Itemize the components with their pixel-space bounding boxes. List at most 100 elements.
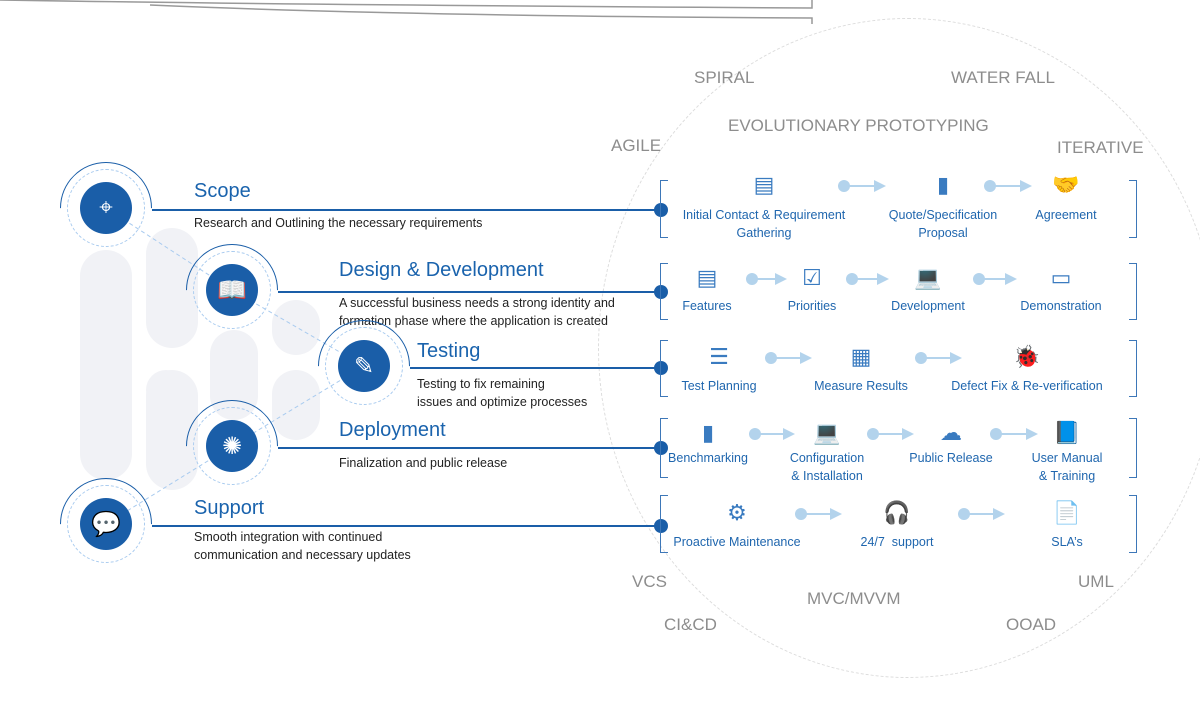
- step-label[interactable]: Priorities: [787, 299, 837, 313]
- methodology-circle: [598, 18, 1200, 678]
- step-arrow-icon: [867, 428, 914, 440]
- arrow-line: [968, 513, 995, 515]
- book-lightbulb-icon[interactable]: 📖: [206, 264, 258, 316]
- arrow-dot: [990, 428, 1002, 440]
- bracket-right: [1129, 340, 1137, 397]
- step-arrow-icon: [749, 428, 795, 440]
- laptop-install-icon: 💻: [813, 420, 841, 445]
- step-label[interactable]: Quote/Specification Proposal: [888, 208, 998, 240]
- arrow-line: [856, 278, 879, 280]
- arrow-dot: [765, 352, 777, 364]
- step-label[interactable]: Initial Contact & Requirement Gathering: [682, 208, 846, 240]
- step-label[interactable]: Public Release: [909, 451, 993, 465]
- arrow-line: [759, 433, 785, 435]
- bar-chart-icon: ▮: [936, 172, 950, 197]
- person-checklist-icon: ☑: [802, 265, 822, 290]
- target-icon[interactable]: ⌖: [80, 182, 132, 234]
- phase-connector-dot: [654, 441, 668, 455]
- bg-pill: [146, 370, 186, 410]
- step-label[interactable]: Features: [682, 299, 732, 313]
- step-label[interactable]: Development: [891, 299, 965, 313]
- arrow-line: [756, 278, 777, 280]
- arrow-line: [775, 357, 802, 359]
- methodology-keyword: ITERATIVE: [1057, 138, 1144, 157]
- phase-description: Research and Outlining the necessary req…: [194, 216, 483, 230]
- step-label[interactable]: SLA’s: [1051, 535, 1083, 549]
- bug-report-icon: 🐞: [1013, 344, 1041, 369]
- bracket-right: [1129, 495, 1137, 553]
- phase-title[interactable]: Support: [194, 497, 265, 519]
- phase-connector-line: [152, 209, 660, 211]
- step-arrow-icon: [990, 428, 1038, 440]
- phase-title[interactable]: Design & Development: [339, 259, 544, 281]
- step-label[interactable]: Proactive Maintenance: [673, 535, 801, 549]
- step-label[interactable]: Demonstration: [1020, 299, 1102, 313]
- methodology-keyword: SPIRAL: [694, 68, 755, 87]
- presenter-board-icon: ▭: [1050, 265, 1072, 290]
- step-label[interactable]: Configuration & Installation: [789, 451, 865, 483]
- step-arrow-icon: [765, 352, 812, 364]
- arrow-head: [830, 508, 842, 520]
- phase-icon-ring: [193, 407, 271, 485]
- manual-training-icon: 📘: [1053, 420, 1081, 445]
- phase-connector-line: [278, 291, 660, 293]
- bg-pill: [146, 228, 198, 348]
- step-label[interactable]: User Manual & Training: [1031, 451, 1103, 483]
- presentation-list-icon: ▤: [696, 265, 718, 290]
- step-label[interactable]: Measure Results: [814, 379, 908, 393]
- arrow-head: [1020, 180, 1032, 192]
- bracket-right: [1129, 263, 1137, 320]
- phase-description: Finalization and public release: [339, 456, 508, 470]
- step-arrow-icon: [795, 508, 842, 520]
- phase-title[interactable]: Scope: [194, 180, 251, 202]
- phase-description: Testing to fix remaining issues and opti…: [417, 377, 588, 409]
- step-arrow-icon: [984, 180, 1032, 192]
- arrow-line: [805, 513, 832, 515]
- arrow-dot: [973, 273, 985, 285]
- methodology-keyword: AGILE: [611, 136, 662, 155]
- phase-title[interactable]: Testing: [417, 340, 481, 362]
- arrow-head: [775, 273, 787, 285]
- arrow-head: [877, 273, 889, 285]
- bracket-left: [660, 418, 668, 478]
- methodology-keyword: OOAD: [1006, 615, 1057, 634]
- step-arrow-icon: [915, 352, 962, 364]
- step-label[interactable]: Benchmarking: [668, 451, 748, 465]
- chat-bubbles-icon[interactable]: 💬: [80, 498, 132, 550]
- arrow-dot: [984, 180, 996, 192]
- arrow-head: [902, 428, 914, 440]
- network-hub-icon[interactable]: ✺: [206, 420, 258, 472]
- step-label[interactable]: Defect Fix & Re-verification: [951, 379, 1103, 393]
- bracket-left: [660, 340, 668, 397]
- step-label[interactable]: Test Planning: [681, 379, 757, 393]
- arrow-line: [925, 357, 952, 359]
- bg-pill: [80, 250, 132, 480]
- phase-icon-ring: [67, 485, 145, 563]
- phase-icon-ring: [67, 169, 145, 247]
- step-arrow-icon: [746, 273, 787, 285]
- arrow-head: [1026, 428, 1038, 440]
- methodology-keyword: UML: [1078, 572, 1114, 591]
- step-label[interactable]: 24/7 support: [860, 535, 934, 549]
- top-decor-lines: [0, 0, 813, 24]
- bg-pill: [272, 370, 320, 440]
- step-arrow-icon: [958, 508, 1005, 520]
- step-arrow-icon: [846, 273, 889, 285]
- requirements-document-icon: ▤: [753, 172, 775, 197]
- arrow-head: [993, 508, 1005, 520]
- methodology-keyword: MVC/MVVM: [807, 589, 901, 608]
- arrow-dot: [846, 273, 858, 285]
- checklist-pencil-icon[interactable]: ✎: [338, 340, 390, 392]
- arrow-dot: [749, 428, 761, 440]
- arrow-head: [800, 352, 812, 364]
- audience-chart-icon: ▦: [850, 344, 872, 369]
- step-label[interactable]: Agreement: [1035, 208, 1097, 222]
- methodology-keyword: EVOLUTIONARY PROTOTYPING: [728, 116, 989, 135]
- phase-connector-dot: [654, 361, 668, 375]
- handshake-icon: 🤝: [1052, 172, 1080, 197]
- bracket-left: [660, 180, 668, 238]
- arrow-head: [1005, 273, 1017, 285]
- phase-title[interactable]: Deployment: [339, 419, 446, 441]
- bracket-right: [1129, 180, 1137, 238]
- arrow-dot: [838, 180, 850, 192]
